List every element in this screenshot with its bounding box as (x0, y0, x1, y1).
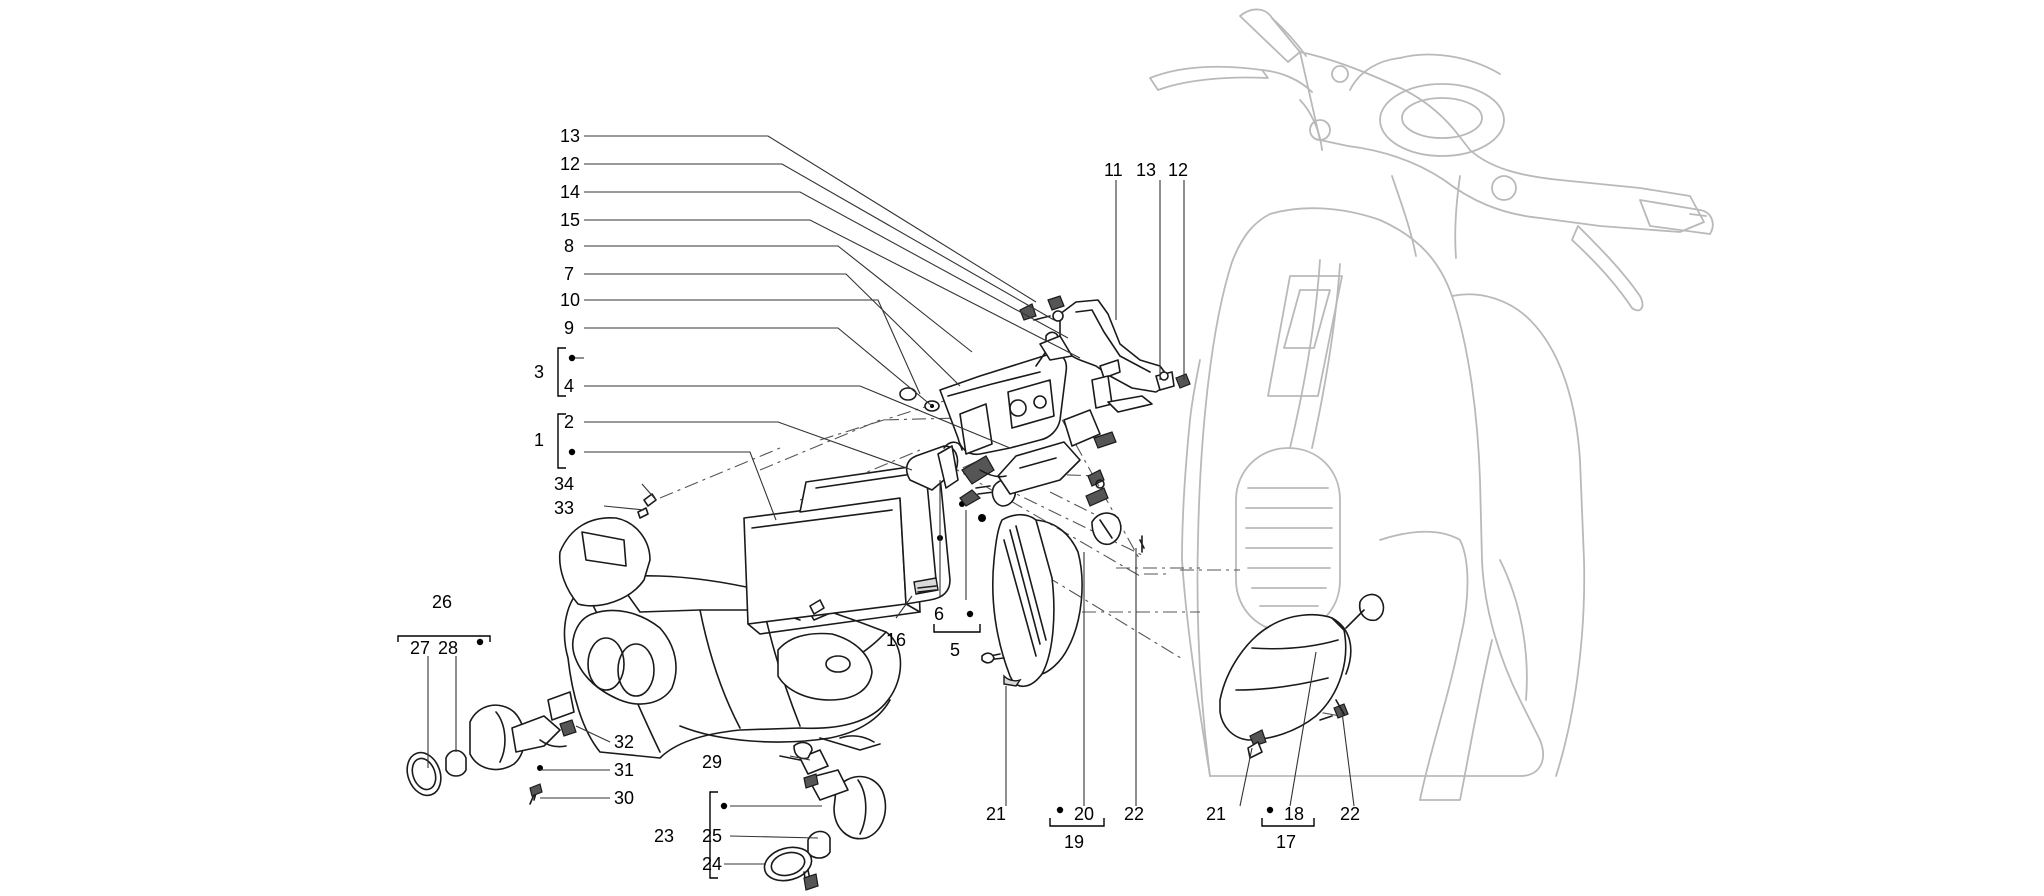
callout-30: 30 (614, 788, 634, 808)
callout-15: 15 (560, 210, 580, 230)
callout-20: 20 (1074, 804, 1094, 824)
callout-27: 27 (410, 638, 430, 658)
callout-22-right: 22 (1340, 804, 1360, 824)
callout-7: 7 (564, 264, 574, 284)
callout-13-left: 13 (560, 126, 580, 146)
callout-24: 24 (702, 854, 722, 874)
callout-16: 16 (886, 630, 906, 650)
callout-11: 11 (1104, 160, 1123, 180)
callout-10: 10 (560, 290, 580, 310)
scooter-outline (1149, 8, 1714, 801)
callout-34: 34 (554, 474, 574, 494)
callout-14: 14 (560, 182, 580, 202)
callout-labels: 13 12 14 15 8 7 10 9 3 4 1 2 34 33 26 27… (410, 126, 1360, 874)
callout-18: 18 (1284, 804, 1304, 824)
callout-26: 26 (432, 592, 452, 612)
headlight-unit (743, 463, 951, 635)
callout-28: 28 (438, 638, 458, 658)
callout-12-left: 12 (560, 154, 580, 174)
callout-21-right: 21 (1206, 804, 1226, 824)
callout-33: 33 (554, 498, 574, 518)
callout-22-left: 22 (1124, 804, 1144, 824)
upper-bracket (1019, 295, 1191, 413)
callout-32: 32 (614, 732, 634, 752)
callout-19: 19 (1064, 832, 1084, 852)
callout-13-right: 13 (1136, 160, 1156, 180)
callout-12-right: 12 (1168, 160, 1188, 180)
side-lens-18 (1219, 593, 1385, 759)
callout-2: 2 (564, 412, 574, 432)
callout-5: 5 (950, 640, 960, 660)
callout-31: 31 (614, 760, 634, 780)
left-indicator (406, 691, 577, 805)
callout-4: 4 (564, 376, 574, 396)
callout-29: 29 (702, 752, 722, 772)
leader-lines (427, 135, 1355, 865)
handlebar-front-cover (558, 517, 902, 759)
callout-9: 9 (564, 318, 574, 338)
callout-1: 1 (534, 430, 544, 450)
callout-8: 8 (564, 236, 574, 256)
callout-21-left: 21 (986, 804, 1006, 824)
callout-17: 17 (1276, 832, 1296, 852)
callout-6: 6 (934, 604, 944, 624)
side-lens-20 (991, 512, 1122, 688)
callout-25: 25 (702, 826, 722, 846)
lower-indicator (763, 735, 887, 891)
callout-23: 23 (654, 826, 674, 846)
screws-21-22 (981, 535, 1345, 715)
callout-3: 3 (534, 362, 544, 382)
group-brackets (397, 347, 1315, 879)
